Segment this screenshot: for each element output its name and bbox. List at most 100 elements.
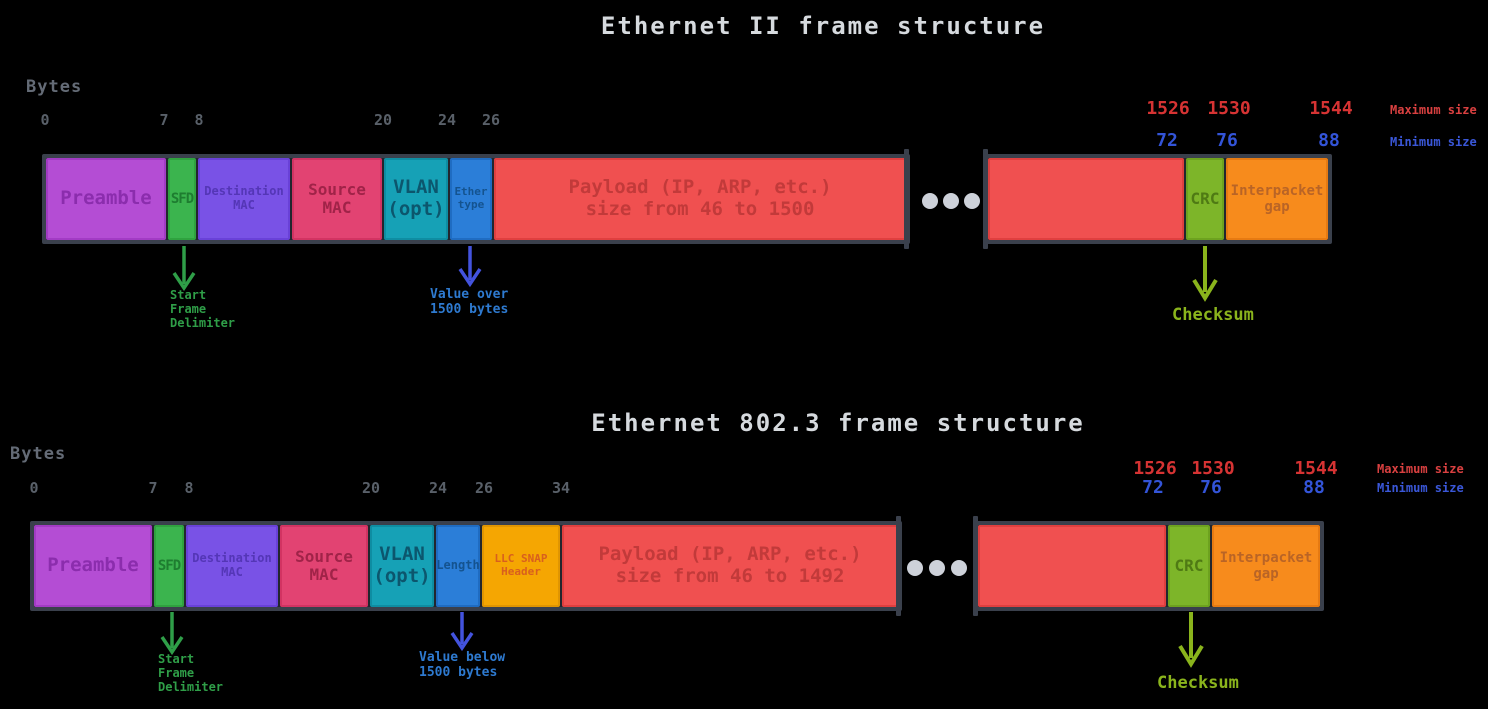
byte-mark: 0 <box>40 111 50 129</box>
field-label: Source MAC <box>308 179 366 217</box>
min-size-mark: 88 <box>1318 130 1340 151</box>
frame-break-cap <box>896 516 901 616</box>
max-size-label: Maximum size <box>1390 103 1477 117</box>
byte-mark: 26 <box>481 111 501 129</box>
ellipsis-dot <box>922 193 938 209</box>
ethernet-8023-diagram: Ethernet 802.3 frame structure Bytes 0 7… <box>0 380 1488 709</box>
field-destination-mac: Destination MAC <box>186 525 278 607</box>
field-payload-continued <box>978 525 1166 607</box>
max-size-mark: 1530 <box>1207 98 1251 119</box>
field-label: LLC SNAP Header <box>494 552 548 578</box>
field-crc: CRC <box>1168 525 1210 607</box>
annotation-line: Checksum <box>1157 673 1239 693</box>
field-label: Preamble <box>47 554 139 577</box>
frame-break-cap <box>904 149 909 249</box>
field-label: CRC <box>1174 555 1204 575</box>
field-sfd: SFD <box>154 525 184 607</box>
field-crc: CRC <box>1186 158 1224 240</box>
byte-mark: 24 <box>437 111 457 129</box>
min-size-mark: 72 <box>1142 477 1164 498</box>
checksum-annotation: Checksum <box>1172 305 1254 325</box>
byte-mark: 34 <box>551 479 571 497</box>
field-payload-continued <box>988 158 1184 240</box>
max-size-label: Maximum size <box>1377 462 1464 476</box>
field-label: Interpacket gap <box>1219 549 1313 582</box>
field-interpacket-gap: Interpacket gap <box>1226 158 1328 240</box>
annotation-line: Checksum <box>1172 305 1254 325</box>
frame-right-segment: CRC Interpacket gap <box>984 154 1332 244</box>
field-label: Destination MAC <box>204 184 284 212</box>
field-vlan: VLAN (opt) <box>384 158 448 240</box>
ellipsis-dot <box>943 193 959 209</box>
payload-line: size from 46 to 1500 <box>585 198 815 220</box>
down-arrow-icon <box>172 246 196 292</box>
min-size-mark: 72 <box>1156 130 1178 151</box>
field-label: CRC <box>1190 188 1220 208</box>
frame-left-segment: Preamble SFD Destination MAC Source MAC … <box>30 521 902 611</box>
bytes-label: Bytes <box>26 77 83 97</box>
ellipsis-dot <box>964 193 980 209</box>
annotation-line: Value below <box>419 650 506 665</box>
byte-mark: 7 <box>159 111 169 129</box>
field-label: SFD <box>170 190 194 207</box>
max-size-mark: 1526 <box>1146 98 1190 119</box>
field-preamble: Preamble <box>34 525 152 607</box>
field-payload: Payload (IP, ARP, etc.) size from 46 to … <box>562 525 898 607</box>
sfd-annotation: Start Frame Delimiter <box>170 288 235 330</box>
byte-mark: 20 <box>361 479 381 497</box>
down-arrow-icon <box>450 612 474 652</box>
field-label: Interpacket gap <box>1230 182 1324 215</box>
max-size-mark: 1544 <box>1294 458 1338 479</box>
annotation-line: Frame <box>170 302 207 316</box>
bytes-label: Bytes <box>10 444 67 464</box>
checksum-annotation: Checksum <box>1157 673 1239 693</box>
min-size-mark: 88 <box>1303 477 1325 498</box>
field-vlan: VLAN (opt) <box>370 525 434 607</box>
annotation-line: 1500 bytes <box>430 302 509 317</box>
field-payload: Payload (IP, ARP, etc.) size from 46 to … <box>494 158 906 240</box>
field-ether-type: Ether type <box>450 158 492 240</box>
field-sfd: SFD <box>168 158 196 240</box>
min-size-mark: 76 <box>1200 477 1222 498</box>
field-label: Length <box>436 558 480 573</box>
frame-right-segment: CRC Interpacket gap <box>974 521 1324 611</box>
ether-type-annotation: Value over 1500 bytes <box>430 287 508 317</box>
field-label: Ether type <box>454 185 488 211</box>
field-label: VLAN (opt) <box>373 543 431 587</box>
down-arrow-icon <box>458 246 482 288</box>
field-llc-snap-header: LLC SNAP Header <box>482 525 560 607</box>
ellipsis-dot <box>907 560 923 576</box>
payload-line: Payload (IP, ARP, etc.) <box>568 176 832 199</box>
field-length: Length <box>436 525 480 607</box>
field-destination-mac: Destination MAC <box>198 158 290 240</box>
payload-line: size from 46 to 1492 <box>615 565 845 587</box>
diagram-title: Ethernet 802.3 frame structure <box>591 409 1085 437</box>
min-size-mark: 76 <box>1216 130 1238 151</box>
annotation-line: Frame <box>158 666 195 680</box>
min-size-label: Minimum size <box>1377 481 1464 495</box>
annotation-line: 1500 bytes <box>419 665 498 680</box>
ellipsis-dot <box>929 560 945 576</box>
length-annotation: Value below 1500 bytes <box>419 650 505 680</box>
payload-line: Payload (IP, ARP, etc.) <box>598 543 862 566</box>
down-arrow-icon <box>1178 612 1204 668</box>
sfd-annotation: Start Frame Delimiter <box>158 652 223 694</box>
diagram-title: Ethernet II frame structure <box>600 12 1046 40</box>
field-label: SFD <box>157 557 181 574</box>
down-arrow-icon <box>160 612 184 656</box>
byte-mark: 0 <box>29 479 39 497</box>
byte-mark: 7 <box>148 479 158 497</box>
annotation-line: Start <box>170 288 207 302</box>
ellipsis-dot <box>951 560 967 576</box>
annotation-line: Value over <box>430 287 509 302</box>
ethernet-ii-diagram: Ethernet II frame structure Bytes 0 7 8 … <box>26 12 1477 330</box>
min-size-label: Minimum size <box>1390 135 1477 149</box>
frame-left-segment: Preamble SFD Destination MAC Source MAC … <box>42 154 910 244</box>
field-label: Destination MAC <box>192 551 272 579</box>
field-source-mac: Source MAC <box>292 158 382 240</box>
max-size-mark: 1530 <box>1191 458 1235 479</box>
annotation-line: Start <box>158 652 195 666</box>
max-size-mark: 1544 <box>1309 98 1353 119</box>
field-label: Source MAC <box>295 546 353 584</box>
annotation-line: Delimiter <box>158 680 224 694</box>
